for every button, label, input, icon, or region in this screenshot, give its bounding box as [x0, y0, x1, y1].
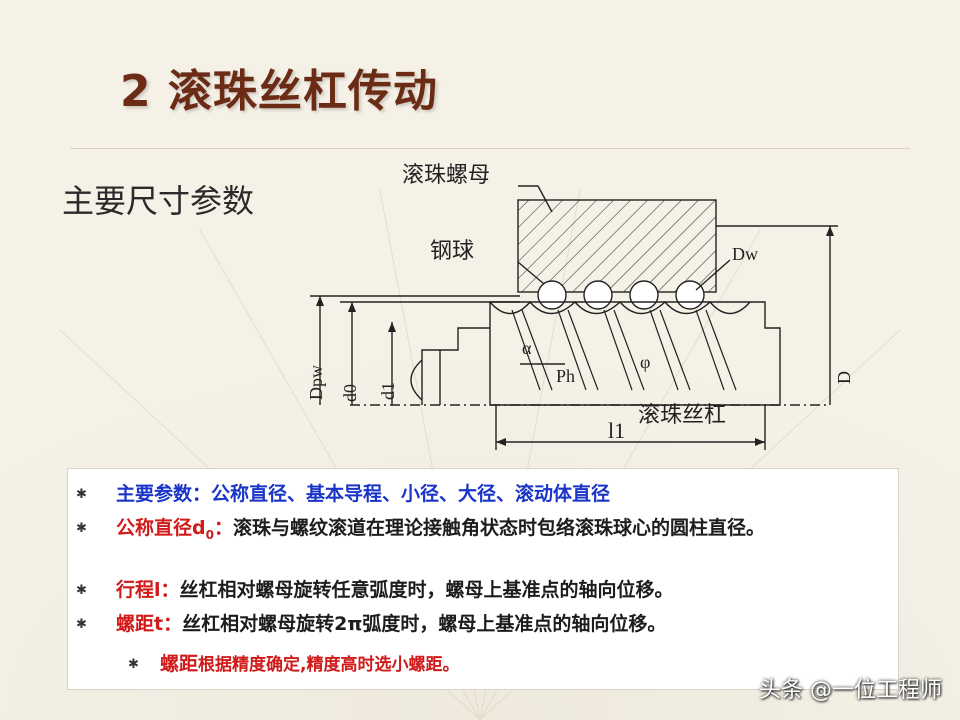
screw-shaft-end: [410, 349, 440, 405]
dpw-label: Dpw: [306, 365, 326, 400]
bullet-text: 主要参数：公称直径、基本导程、小径、大径、滚动体直径: [116, 483, 611, 505]
star-bullet-icon: ✱: [76, 583, 87, 598]
steel-ball: [675, 280, 705, 310]
D-label: D: [834, 371, 854, 384]
phi-label: φ: [640, 352, 650, 372]
nut-leader: [518, 185, 553, 213]
star-bullet-icon: ✱: [76, 521, 87, 536]
watermark: 头条 @一位工程师: [759, 678, 942, 703]
bullet-line: 螺距根据精度确定,精度高时选小螺距。: [160, 651, 930, 679]
bullet-prefix: 公称直径d: [116, 517, 206, 539]
ph-label: Ph: [556, 366, 575, 386]
screw-shaft-left: [439, 327, 490, 405]
bullet-text: 根据精度确定,精度高时选小螺距。: [198, 655, 460, 675]
screw-label: 滚珠丝杠: [638, 402, 726, 427]
bullet-line: 螺距t：丝杠相对螺母旋转2π弧度时，螺母上基准点的轴向位移。: [116, 611, 886, 638]
bullet-line: 行程l：丝杠相对螺母旋转任意弧度时，螺母上基准点的轴向位移。: [116, 577, 886, 604]
bullet-prefix-subscript: 0: [205, 527, 214, 542]
bullet-line: 公称直径d0：滚珠与螺纹滚道在理论接触角状态时包络滚珠球心的圆柱直径。: [116, 515, 886, 549]
steel-ball: [583, 280, 613, 310]
screw-threads: [511, 309, 737, 391]
l1-label: l1: [608, 418, 625, 443]
dw-leader: [695, 259, 731, 291]
screw-outline: [489, 301, 781, 406]
ball-label: 钢球: [430, 238, 474, 263]
steel-ball: [629, 280, 659, 310]
title-divider: [70, 148, 910, 149]
star-bullet-icon: ✱: [76, 487, 87, 502]
bullet-text: 滚珠与螺纹滚道在理论接触角状态时包络滚珠球心的圆柱直径。: [232, 517, 765, 539]
dw-label: Dw: [732, 244, 758, 264]
nut-label: 滚珠螺母: [402, 162, 490, 187]
d1-label: d1: [378, 382, 398, 400]
bullet-prefix: 行程l：: [116, 579, 180, 601]
nut-block: [517, 199, 717, 293]
d0-label: d0: [340, 384, 360, 402]
star-bullet-icon: ✱: [76, 617, 87, 632]
ball-leader: [517, 261, 545, 285]
star-bullet-icon: ✱: [128, 657, 139, 672]
slide-subtitle: 主要尺寸参数: [62, 182, 255, 220]
bullet-text: 丝杠相对螺母旋转2π弧度时，螺母上基准点的轴向位移。: [182, 613, 667, 635]
bullet-prefix: 螺距: [160, 653, 199, 675]
steel-ball: [537, 280, 567, 310]
thread-profile: [489, 300, 751, 315]
parameter-panel: ✱ 主要参数：公称直径、基本导程、小径、大径、滚动体直径 ✱ 公称直径d0：滚珠…: [67, 468, 899, 690]
alpha-label: α: [522, 338, 532, 358]
bullet-text: 丝杠相对螺母旋转任意弧度时，螺母上基准点的轴向位移。: [179, 579, 674, 601]
ball-screw-diagram: 滚珠螺母 钢球 Dw α Ph φ 滚珠丝杠 l1 D Dpw d0 d1: [306, 162, 854, 450]
slide-title: 2 滚珠丝杠传动: [120, 66, 438, 117]
bullet-prefix: 螺距t：: [116, 613, 183, 635]
bullet-prefix-tail: ：: [213, 517, 233, 539]
